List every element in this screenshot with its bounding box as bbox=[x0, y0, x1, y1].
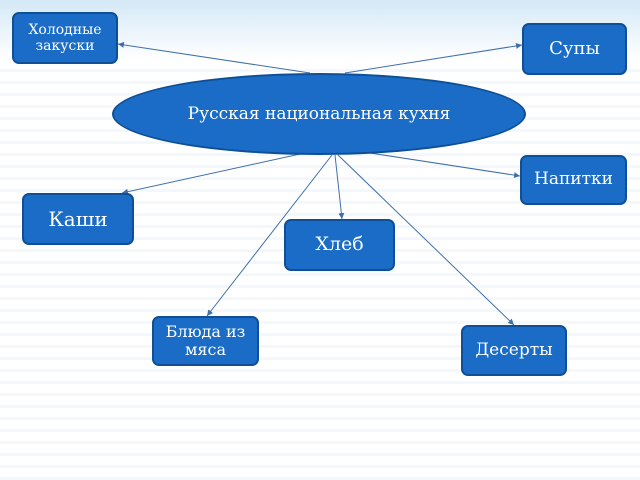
arrow-to-cold-snacks bbox=[117, 41, 311, 74]
node-meat-dishes: Блюда из мяса bbox=[152, 316, 259, 366]
node-bread: Хлеб bbox=[284, 219, 395, 271]
center-node-label: Русская национальная кухня bbox=[187, 104, 451, 124]
arrow-to-bread bbox=[334, 154, 345, 220]
node-porridge-label: Каши bbox=[48, 206, 108, 231]
arrow-to-desserts bbox=[337, 154, 515, 326]
center-node: Русская национальная кухня bbox=[112, 73, 526, 155]
node-drinks-label: Напитки bbox=[534, 169, 613, 190]
node-soups: Супы bbox=[522, 23, 627, 75]
node-drinks: Напитки bbox=[520, 155, 627, 205]
node-soups-label: Супы bbox=[549, 37, 600, 59]
node-desserts-label: Десерты bbox=[475, 339, 553, 360]
arrow-to-soups bbox=[344, 42, 523, 74]
node-porridge: Каши bbox=[22, 193, 134, 245]
arrow-to-meat-dishes bbox=[206, 154, 333, 317]
arrow-to-porridge bbox=[121, 153, 301, 195]
node-meat-dishes-label: Блюда из мяса bbox=[165, 321, 246, 359]
arrow-to-drinks bbox=[369, 152, 521, 179]
node-desserts: Десерты bbox=[461, 325, 567, 376]
node-bread-label: Хлеб bbox=[315, 233, 364, 256]
node-cold-snacks-label: Холодные закуски bbox=[28, 21, 102, 54]
node-cold-snacks: Холодные закуски bbox=[12, 12, 118, 64]
